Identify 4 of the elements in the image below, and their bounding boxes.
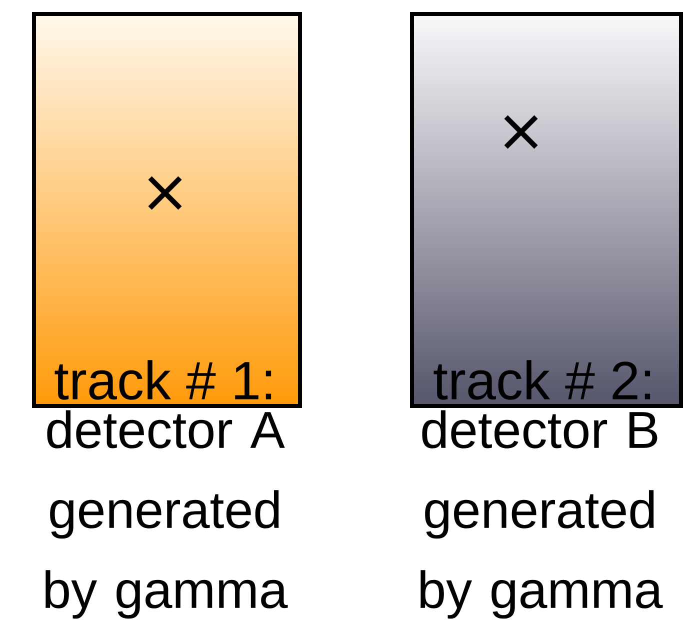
- node-label: detector A generated by gamma: [46, 410, 288, 619]
- track-box: track # 1:: [32, 12, 302, 408]
- node-label: detector B generated by gamma: [420, 410, 663, 619]
- track-box: track # 2:: [410, 12, 683, 408]
